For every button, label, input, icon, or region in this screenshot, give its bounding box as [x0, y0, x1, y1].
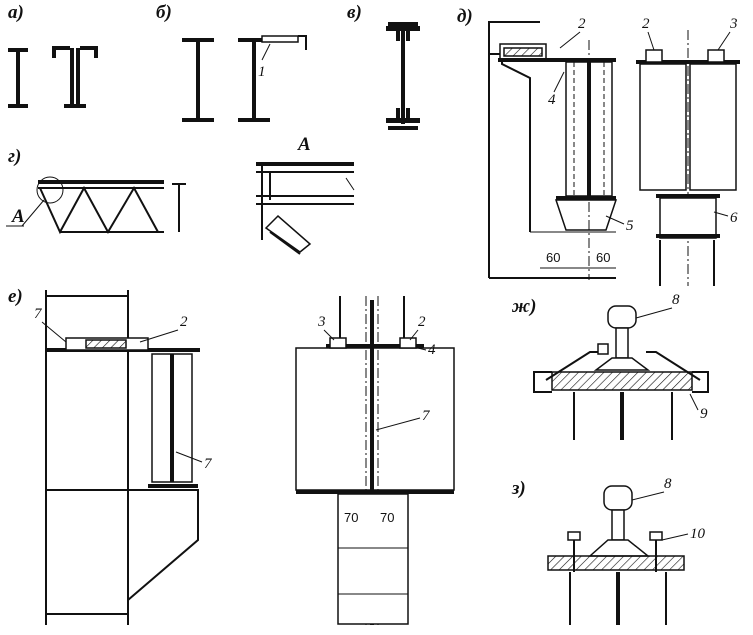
callout-2-e-left: 2: [180, 314, 188, 330]
section-z-rail-clamp: з) 8 10: [511, 476, 706, 625]
section-d-column-supports: д) 2 4 5 60 60: [457, 6, 740, 286]
section-zh-rail-clamp: ж) 8 9: [511, 292, 709, 440]
bearing-plate-6: [659, 197, 717, 239]
callout-7-e-mid: 7: [204, 456, 213, 472]
section-b-beam-profiles: б) 1: [156, 2, 307, 122]
callout-1: 1: [258, 64, 266, 80]
detail-A-joint: А: [256, 134, 355, 255]
crane-beam-flange-zh: [551, 371, 693, 391]
callout-2-d-left: 2: [578, 16, 586, 32]
callout-8-z: 8: [664, 476, 672, 492]
section-v-reinforced-profile: в): [347, 2, 420, 130]
callout-7-e-left: 7: [34, 306, 43, 322]
callout-2-e-right: 2: [418, 314, 426, 330]
label-v: в): [347, 2, 362, 23]
callout-3-d: 3: [729, 16, 738, 32]
callout-5-d: 5: [626, 218, 634, 234]
callout-9-zh: 9: [700, 406, 708, 422]
dim-60-right: 60: [596, 250, 610, 265]
callout-8-zh: 8: [672, 292, 680, 308]
crane-beam-flange-z: [547, 555, 685, 571]
label-d: д): [457, 6, 473, 27]
detail-A-title: А: [297, 134, 311, 155]
callout-A: А: [11, 206, 25, 227]
rail-profile-zh: [593, 305, 651, 371]
truss-elevation: [6, 176, 164, 235]
i-beam-profile-b2-with-plate: [238, 35, 307, 122]
label-zh: ж): [511, 296, 536, 317]
column-e-right: [337, 493, 409, 625]
label-a: а): [8, 2, 24, 23]
crane-beam-e-right: [295, 347, 455, 491]
dim-70-right: 70: [380, 510, 394, 525]
callout-10-z: 10: [690, 526, 706, 542]
section-g-truss: г) А А: [6, 134, 355, 255]
label-b: б): [156, 2, 172, 23]
label-e: е): [8, 286, 23, 307]
rail-profile-z: [588, 485, 651, 557]
callout-7-e-right: 7: [422, 408, 431, 424]
i-beam-profile-b1: [182, 38, 214, 122]
channel-pair-profile-a2: [52, 46, 98, 108]
label-z: з): [511, 478, 526, 499]
label-g: г): [8, 146, 21, 167]
reinforced-i-beam-profile: [386, 22, 420, 130]
support-rib-5: [554, 199, 618, 231]
callout-2-d-right: 2: [642, 16, 650, 32]
callout-3-e: 3: [317, 314, 326, 330]
callout-4-d: 4: [548, 92, 556, 108]
dim-60-left: 60: [546, 250, 560, 265]
callout-4-e: 4: [428, 342, 436, 358]
truss-section-profile: [172, 183, 186, 232]
i-beam-profile-a1: [8, 48, 28, 108]
dim-70-left: 70: [344, 510, 358, 525]
section-a-beam-profiles: а): [8, 2, 98, 108]
detail-a-marker: [36, 176, 64, 204]
callout-6-d: 6: [730, 210, 738, 226]
crane-beam-d-right-a: [639, 63, 687, 191]
section-e-brackets: е) 7 2 7 3 2 4: [8, 286, 455, 625]
crane-beam-d-right-b: [689, 63, 737, 191]
